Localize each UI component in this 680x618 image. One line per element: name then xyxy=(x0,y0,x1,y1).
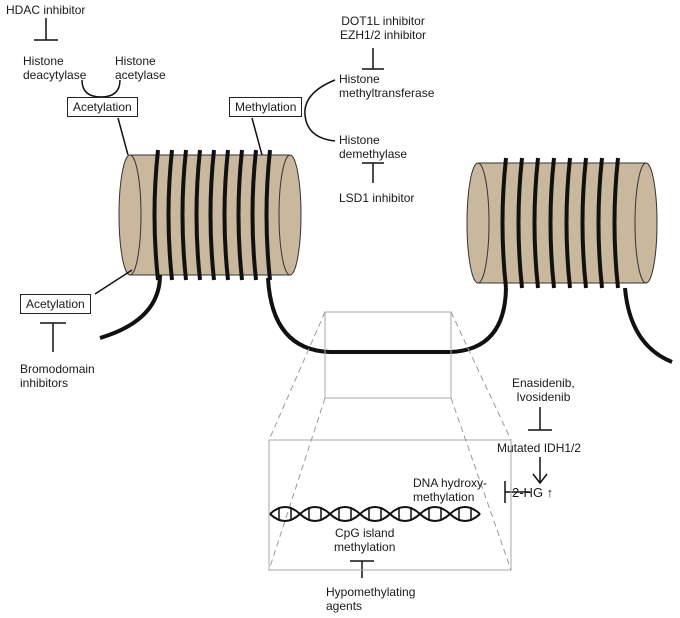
histone-tails xyxy=(94,117,263,295)
cpg-island-methylation-label: CpG island methylation xyxy=(334,526,396,554)
bromodomain-inhibitors-label: Bromodomain inhibitors xyxy=(20,362,95,390)
idh-arrow xyxy=(532,457,548,485)
histone-deacytylase-label: Histone deacytylase xyxy=(23,54,87,82)
dna-hydroxymethylation-label: DNA hydroxy- methylation xyxy=(413,476,488,504)
dna-linker xyxy=(99,274,673,364)
acetylation-box-bottom: Acetylation xyxy=(20,294,91,314)
inhibitor-symbols xyxy=(34,18,552,578)
histone-methyltransferase-label: Histone methyltransferase xyxy=(339,72,435,100)
two-hg-label: 2-HG ↑ xyxy=(512,485,554,500)
dna-wraps-left xyxy=(152,149,272,281)
enasidenib-ivosidenib-label: Enasidenib, Ivosidenib xyxy=(512,376,575,404)
acetylation-box-top: Acetylation xyxy=(67,97,138,117)
histone-demethylase-label: Histone demethylase xyxy=(339,133,408,161)
dna-wraps-right xyxy=(500,157,620,289)
lsd1-inhibitor-label: LSD1 inhibitor xyxy=(339,191,415,205)
acetylation-enzyme-arc xyxy=(81,79,121,98)
methylation-enzyme-bracket xyxy=(304,79,336,142)
dna-double-helix xyxy=(269,506,481,522)
nucleosome-left xyxy=(118,149,302,281)
methylation-box: Methylation xyxy=(229,97,303,117)
hypomethylating-agents-label: Hypomethylating agents xyxy=(326,585,416,613)
mutated-idh-label: Mutated IDH1/2 xyxy=(497,441,582,455)
nucleosome-right xyxy=(466,157,658,289)
zoom-inset xyxy=(268,311,512,571)
histone-acetylase-label: Histone acetylase xyxy=(115,54,166,82)
dot1l-ezh-inhibitor-label: DOT1L inhibitor EZH1/2 inhibitor xyxy=(340,14,427,42)
hdac-inhibitor-label: HDAC inhibitor xyxy=(6,3,86,17)
